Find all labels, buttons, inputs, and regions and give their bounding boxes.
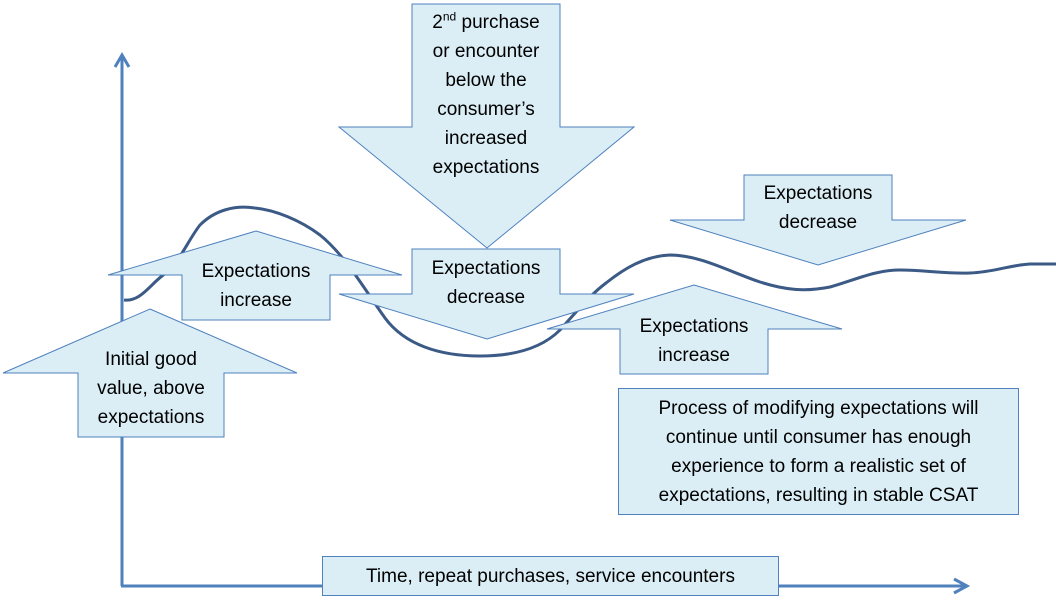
x-axis-label: Time, repeat purchases, service encounte… xyxy=(366,566,735,587)
note-line: continue until consumer has enough xyxy=(665,427,972,448)
label-second-purchase: 2nd purchase or encounter below the cons… xyxy=(412,8,560,182)
note-text: Process of modifying expectations will c… xyxy=(619,394,1018,510)
label-line: value, above xyxy=(97,378,205,399)
label-decrease-2: Expectations decrease xyxy=(744,179,892,237)
label-increase-2: Expectations increase xyxy=(620,312,768,370)
arrow-decrease-1 xyxy=(338,248,635,340)
arrow-initial xyxy=(2,308,298,438)
note-line: experience to form a realistic set of xyxy=(671,456,966,477)
note-line: Process of modifying expectations will xyxy=(658,398,979,419)
label-line: increase xyxy=(220,290,292,311)
arrow-increase-2 xyxy=(546,284,843,375)
x-axis-arrowhead xyxy=(953,577,971,595)
label-line: below the xyxy=(445,70,527,91)
label-line: Expectations xyxy=(763,183,873,204)
y-axis-arrowhead xyxy=(113,52,131,68)
note-line: expectations, resulting in stable CSAT xyxy=(658,485,979,506)
ordinal-suffix: nd xyxy=(442,9,457,24)
label-line: Initial good xyxy=(105,349,197,370)
arrow-decrease-2 xyxy=(669,174,967,266)
label-line: Expectations xyxy=(431,258,541,279)
label-line: increased xyxy=(444,128,528,149)
label-line: decrease xyxy=(446,287,526,308)
arrow-second-purchase xyxy=(337,3,636,249)
label-increase-1: Expectations increase xyxy=(182,257,330,315)
label-line: 2nd purchase xyxy=(412,8,560,37)
label-line: Expectations xyxy=(639,316,749,337)
label-decrease-1: Expectations decrease xyxy=(412,254,560,312)
label-line: consumer’s xyxy=(437,99,535,120)
arrow-increase-1 xyxy=(107,230,403,321)
label-line: expectations xyxy=(97,407,205,428)
x-axis-label-box: Time, repeat purchases, service encounte… xyxy=(322,556,779,596)
label-line: decrease xyxy=(778,212,858,233)
label-text: purchase xyxy=(456,12,540,33)
note-box: Process of modifying expectations will c… xyxy=(618,388,1019,515)
label-line: or encounter xyxy=(432,41,540,62)
label-line: expectations xyxy=(432,157,540,178)
ordinal-number: 2 xyxy=(432,12,443,33)
label-line: increase xyxy=(658,345,730,366)
satisfaction-curve xyxy=(123,205,1056,358)
label-initial: Initial good value, above expectations xyxy=(78,345,224,432)
label-line: Expectations xyxy=(201,261,311,282)
